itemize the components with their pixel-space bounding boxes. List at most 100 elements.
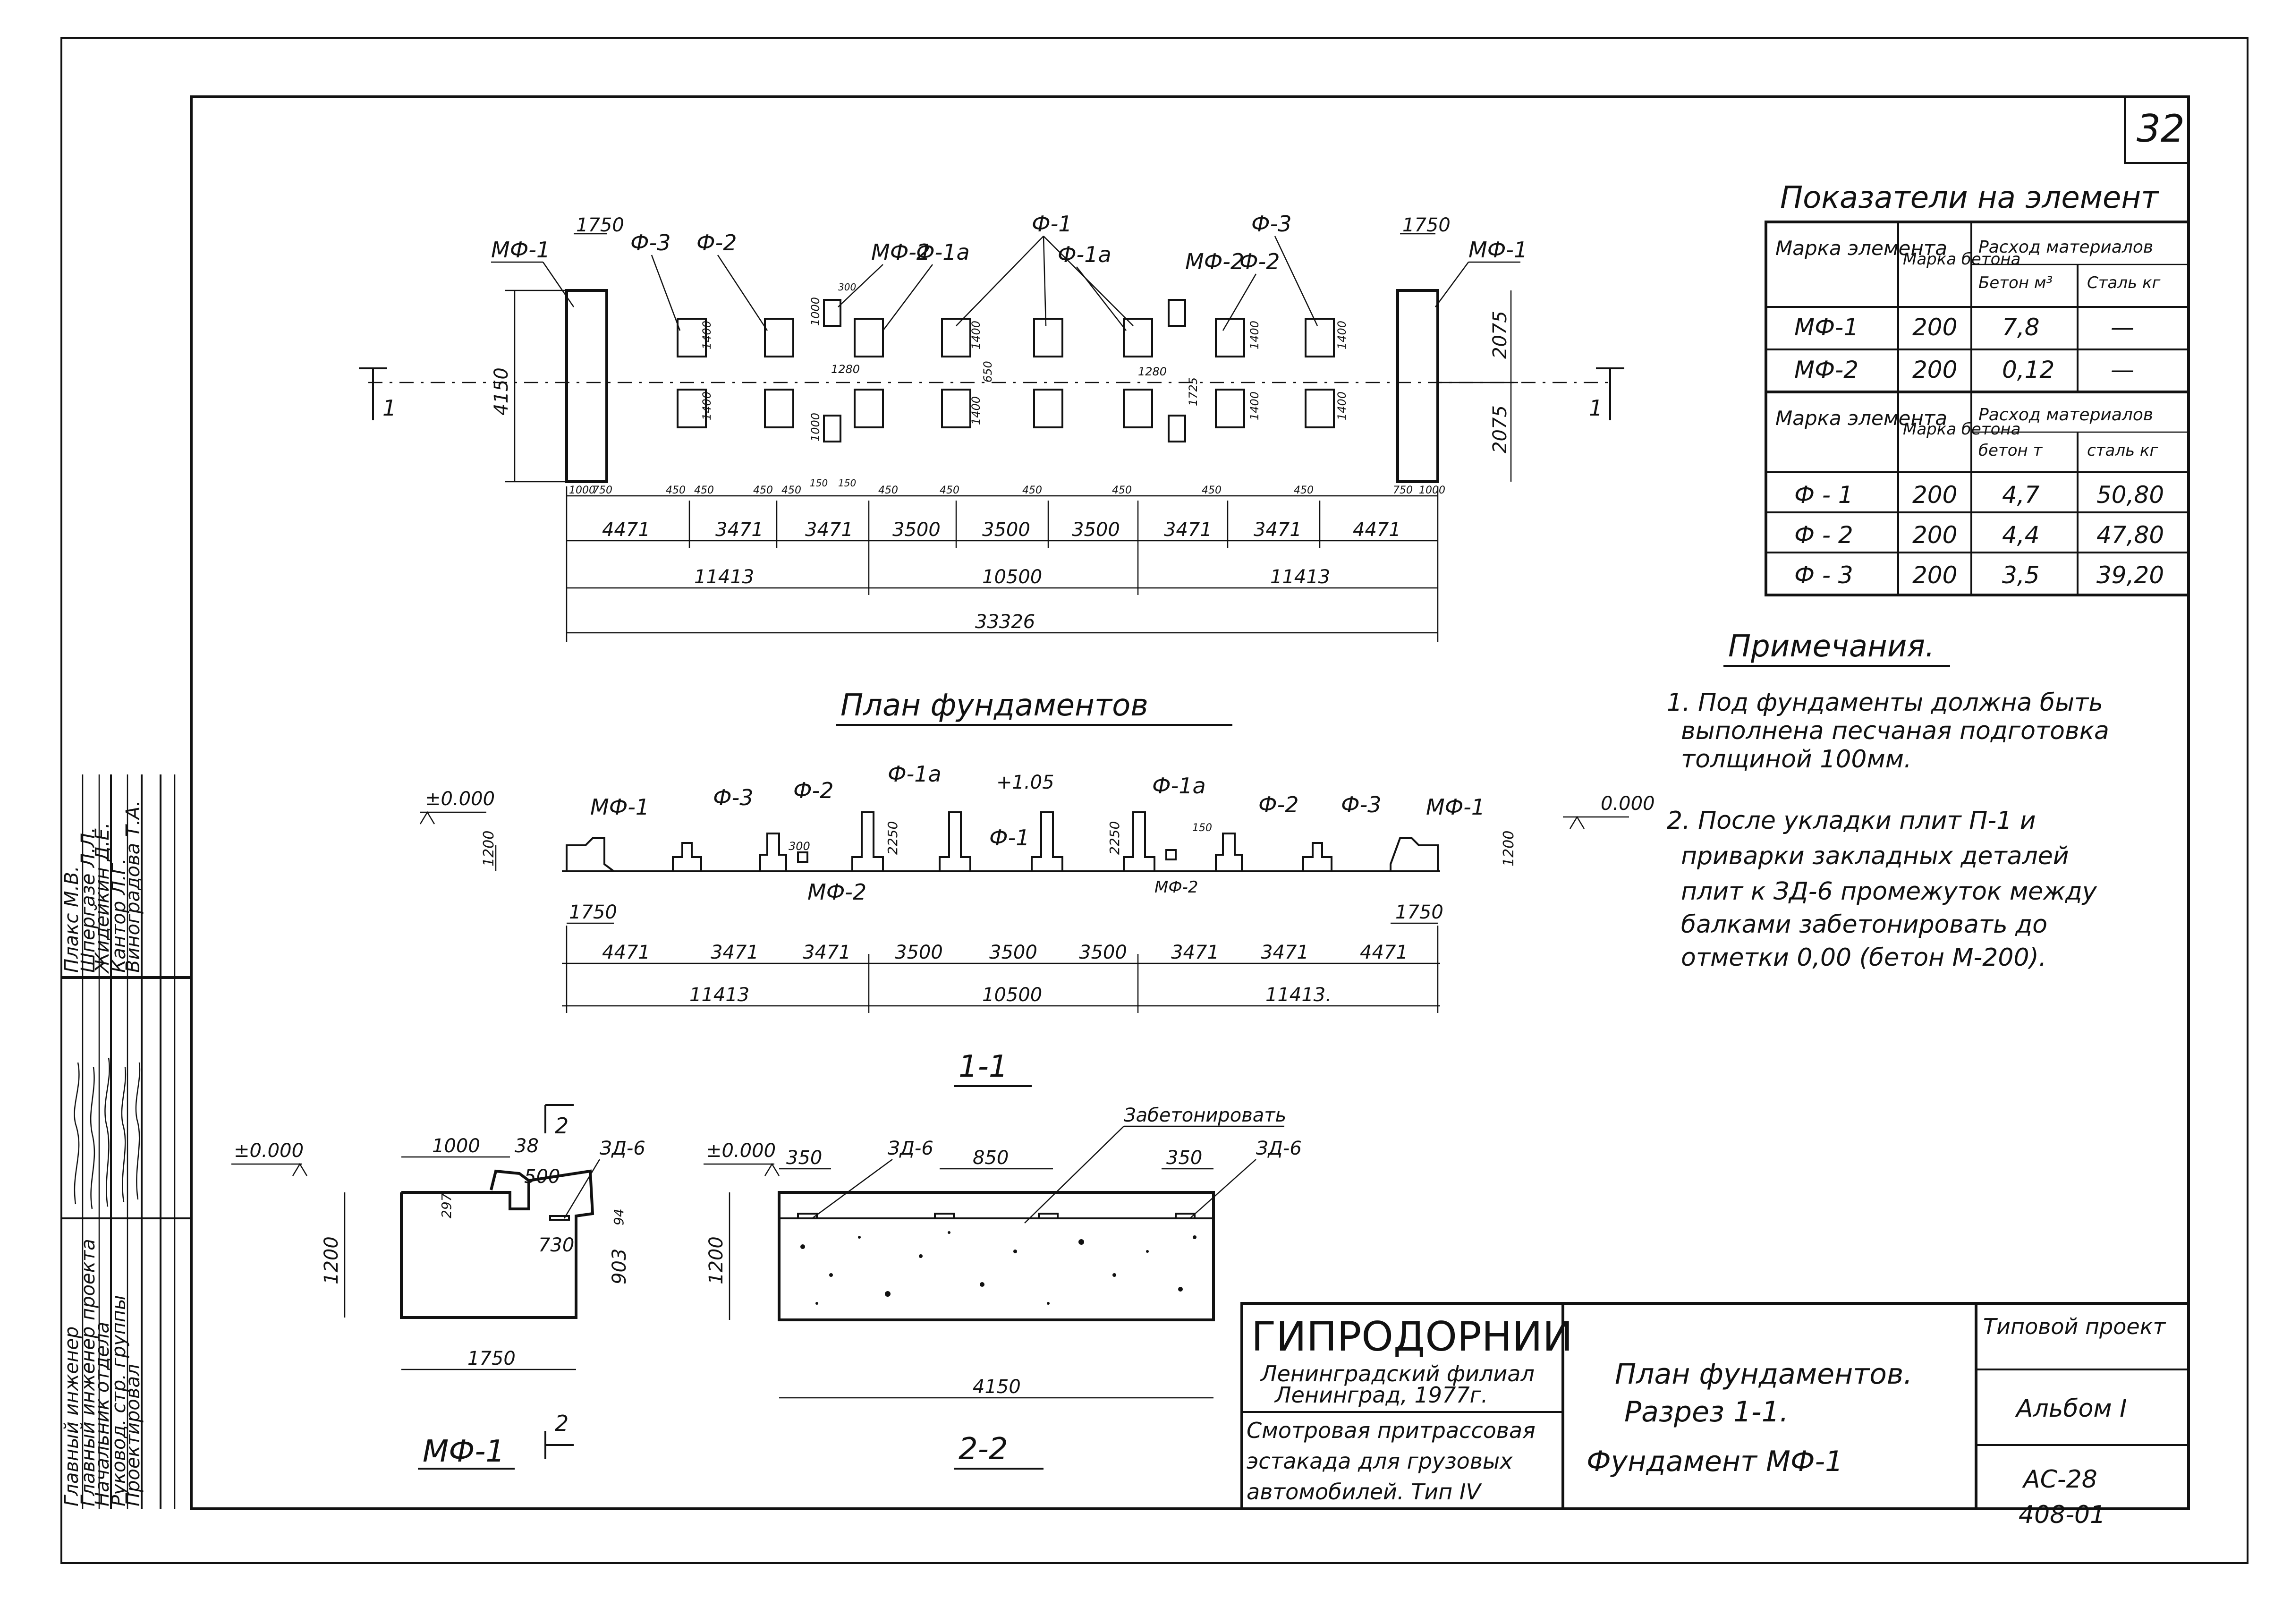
svg-text:1400: 1400	[1335, 391, 1349, 420]
svg-text:650: 650	[981, 361, 994, 383]
svg-text:200: 200	[1912, 561, 1957, 589]
svg-text:Ленинградский филиал: Ленинградский филиал	[1260, 1361, 1535, 1386]
svg-text:автомобилей. Тип IV: автомобилей. Тип IV	[1247, 1479, 1482, 1505]
svg-text:Ф - 2: Ф - 2	[1794, 521, 1853, 549]
svg-text:3500: 3500	[1079, 942, 1127, 963]
plan-vertical-dims: 4150 2075 2075 1750 1750	[491, 214, 1518, 483]
svg-text:Марка бетона: Марка бетона	[1903, 420, 2021, 439]
svg-text:50,80: 50,80	[2096, 481, 2164, 509]
svg-text:408-01: 408-01	[2019, 1501, 2105, 1529]
svg-text:3471: 3471	[805, 519, 853, 541]
page-number-box: 32	[2124, 96, 2189, 164]
svg-text:3,5: 3,5	[2002, 561, 2040, 589]
svg-text:±0.000: ±0.000	[706, 1140, 776, 1162]
plan-footings	[677, 299, 1335, 442]
svg-text:750: 750	[1393, 485, 1413, 496]
svg-text:150: 150	[810, 477, 828, 489]
svg-text:ЗД-6: ЗД-6	[888, 1138, 933, 1159]
svg-text:3471: 3471	[711, 942, 759, 963]
svg-text:Фундамент МФ-1: Фундамент МФ-1	[1587, 1445, 1843, 1478]
svg-text:10500: 10500	[982, 984, 1042, 1006]
svg-text:1200: 1200	[481, 831, 497, 867]
svg-text:Забетонировать: Забетонировать	[1124, 1105, 1286, 1126]
svg-text:450: 450	[753, 485, 773, 496]
svg-text:2: 2	[555, 1113, 569, 1139]
svg-text:1200: 1200	[705, 1236, 727, 1284]
plan-dim-chain-1	[566, 486, 1439, 642]
svg-text:3500: 3500	[892, 519, 941, 541]
svg-text:Ф - 1: Ф - 1	[1794, 481, 1853, 509]
mf1-right-plan	[1396, 289, 1439, 483]
svg-text:0.000: 0.000	[1601, 793, 1655, 815]
svg-text:350: 350	[786, 1147, 822, 1169]
svg-text:—: —	[2111, 314, 2134, 341]
svg-text:2: 2	[555, 1411, 569, 1436]
svg-text:Ф-1а: Ф-1а	[888, 761, 942, 787]
svg-text:МФ-1: МФ-1	[1426, 794, 1485, 820]
title-block: ГИПРОДОРНИИ Ленинградский филиал Ленингр…	[1240, 1302, 2190, 1529]
svg-text:10500: 10500	[982, 566, 1042, 588]
svg-text:4471: 4471	[1360, 942, 1408, 963]
svg-text:Типовой проект: Типовой проект	[1983, 1314, 2166, 1339]
svg-text:АС-28: АС-28	[2022, 1465, 2097, 1494]
svg-text:11413: 11413	[694, 566, 754, 588]
svg-text:2. После укладки плит П-1 и: 2. После укладки плит П-1 и	[1667, 807, 2036, 835]
svg-text:Ф-2: Ф-2	[1258, 792, 1298, 817]
svg-text:Ф-1: Ф-1	[1032, 211, 1072, 237]
svg-text:150: 150	[838, 477, 856, 489]
svg-text:Ф-1а: Ф-1а	[916, 239, 970, 265]
svg-text:плит к ЗД-6 промежуток между: плит к ЗД-6 промежуток между	[1681, 877, 2097, 906]
svg-text:47,80: 47,80	[2096, 521, 2164, 549]
svg-text:750: 750	[593, 485, 612, 496]
svg-text:200: 200	[1912, 521, 1957, 549]
svg-text:903: 903	[609, 1249, 630, 1284]
svg-text:200: 200	[1912, 481, 1957, 509]
svg-text:3500: 3500	[982, 519, 1030, 541]
svg-text:3500: 3500	[1072, 519, 1120, 541]
svg-text:Ф-3: Ф-3	[713, 785, 753, 810]
svg-text:4,7: 4,7	[2002, 481, 2040, 509]
svg-text:500: 500	[524, 1166, 560, 1188]
svg-text:—: —	[2111, 356, 2134, 383]
svg-text:1400: 1400	[969, 396, 983, 425]
foundation-plan: 1 1 МФ-1 МФ-1 Ф-3 Ф-2 МФ-2 Ф-1а Ф-1	[359, 211, 1624, 726]
svg-text:Разрез 1-1.: Разрез 1-1.	[1624, 1395, 1789, 1428]
level-right-11: 0.000 1200	[1501, 793, 1655, 867]
svg-text:МФ-1: МФ-1	[590, 794, 649, 820]
svg-text:1: 1	[382, 395, 396, 421]
svg-text:850: 850	[973, 1147, 1009, 1169]
svg-text:Расход материалов: Расход материалов	[1978, 238, 2153, 257]
section11-labels: МФ-1 Ф-3 Ф-2 Ф-1а +1.05 Ф-1 Ф-1а Ф-2 Ф-3…	[590, 761, 1485, 905]
section-2-2: ±0.000 Забетонировать 350 850 350 ЗД-6 З…	[704, 1105, 1302, 1470]
svg-text:Главный инженер проекта: Главный инженер проекта	[77, 1239, 99, 1506]
svg-text:Главный инженер: Главный инженер	[61, 1326, 83, 1506]
svg-text:балками забетонировать до: балками забетонировать до	[1681, 910, 2047, 939]
mf1-left-plan	[565, 289, 608, 483]
section-mark-left: 1	[359, 367, 396, 421]
svg-text:300: 300	[789, 840, 810, 853]
svg-text:Виноградова Т.А.: Виноградова Т.А.	[122, 800, 144, 973]
svg-text:450: 450	[878, 485, 898, 496]
svg-text:1000: 1000	[809, 413, 822, 442]
svg-text:2075: 2075	[1489, 311, 1511, 359]
svg-text:0,12: 0,12	[2002, 356, 2054, 383]
svg-text:1400: 1400	[1248, 391, 1261, 420]
concrete-hatch	[800, 1231, 1196, 1305]
notes-title: Примечания.	[1728, 629, 1935, 664]
svg-text:450: 450	[1294, 485, 1314, 496]
svg-text:38: 38	[515, 1135, 539, 1157]
svg-text:4471: 4471	[602, 519, 650, 541]
svg-text:бетон т: бетон т	[1978, 441, 2043, 460]
svg-text:отметки 0,00 (бетон М-200).: отметки 0,00 (бетон М-200).	[1681, 944, 2046, 972]
svg-text:1750: 1750	[467, 1348, 516, 1369]
mf1-detail: ±0.000 2 2 1000 38 500 297 94 730 903 12…	[231, 1104, 645, 1470]
svg-text:4150: 4150	[491, 367, 512, 416]
svg-text:3471: 3471	[1171, 942, 1219, 963]
svg-text:450: 450	[1112, 485, 1132, 496]
svg-text:Бетон м³: Бетон м³	[1978, 273, 2053, 292]
svg-text:Шпергазе Л.Л.: Шпергазе Л.Л.	[77, 827, 99, 973]
svg-text:200: 200	[1912, 356, 1957, 383]
svg-text:выполнена песчаная подготовка: выполнена песчаная подготовка	[1681, 717, 2109, 745]
svg-text:Ф-3: Ф-3	[630, 230, 670, 255]
svg-text:4150: 4150	[973, 1376, 1021, 1398]
